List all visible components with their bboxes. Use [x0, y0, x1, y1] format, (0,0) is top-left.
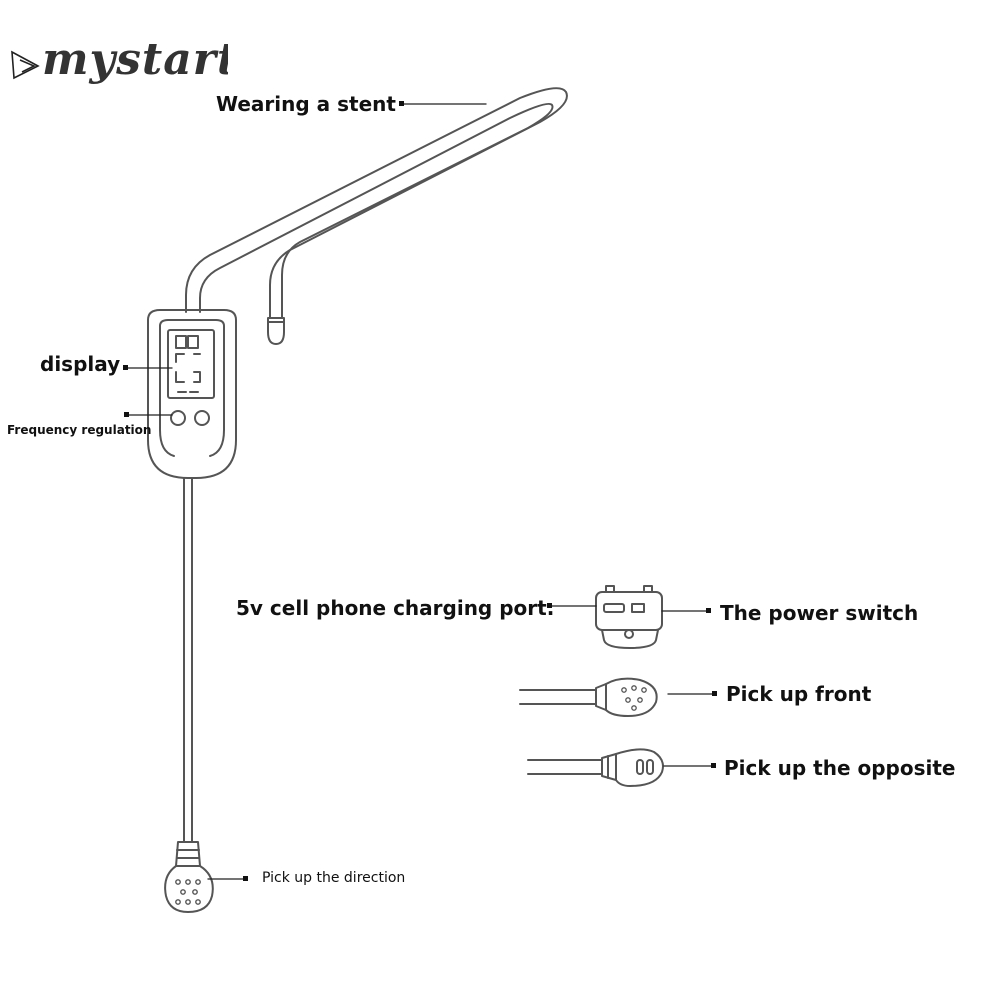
label-display: display [40, 352, 121, 376]
pickup-opposite [527, 748, 664, 787]
label-pick-up-front: Pick up front [726, 682, 872, 706]
frequency-button-left [170, 410, 186, 426]
arrow-logo-icon [11, 50, 40, 80]
label-wearing-stent: Wearing a stent [216, 92, 396, 116]
pickup-front [519, 677, 658, 717]
bottom-pickup [164, 841, 214, 913]
brand-logo: mystart [11, 34, 228, 85]
label-pick-up-opposite: Pick up the opposite [724, 756, 956, 780]
brand-wordmark: mystart [42, 34, 228, 85]
display-panel [167, 329, 215, 399]
label-frequency-regulation: Frequency regulation [7, 423, 152, 437]
stent-wire [185, 87, 568, 319]
long-cable [183, 477, 193, 843]
stent-tip [267, 317, 285, 345]
label-power-switch: The power switch [720, 601, 919, 625]
controller-body [147, 309, 237, 479]
frequency-button-right [194, 410, 210, 426]
label-pick-up-direction: Pick up the direction [262, 870, 406, 886]
leader-dots [123, 101, 717, 881]
label-charging-port: 5v cell phone charging port. [236, 596, 555, 620]
bottom-pickup-dots [175, 879, 201, 905]
leader-lines [125, 103, 713, 880]
power-unit [595, 585, 663, 649]
pickup-front-dots [621, 685, 647, 711]
